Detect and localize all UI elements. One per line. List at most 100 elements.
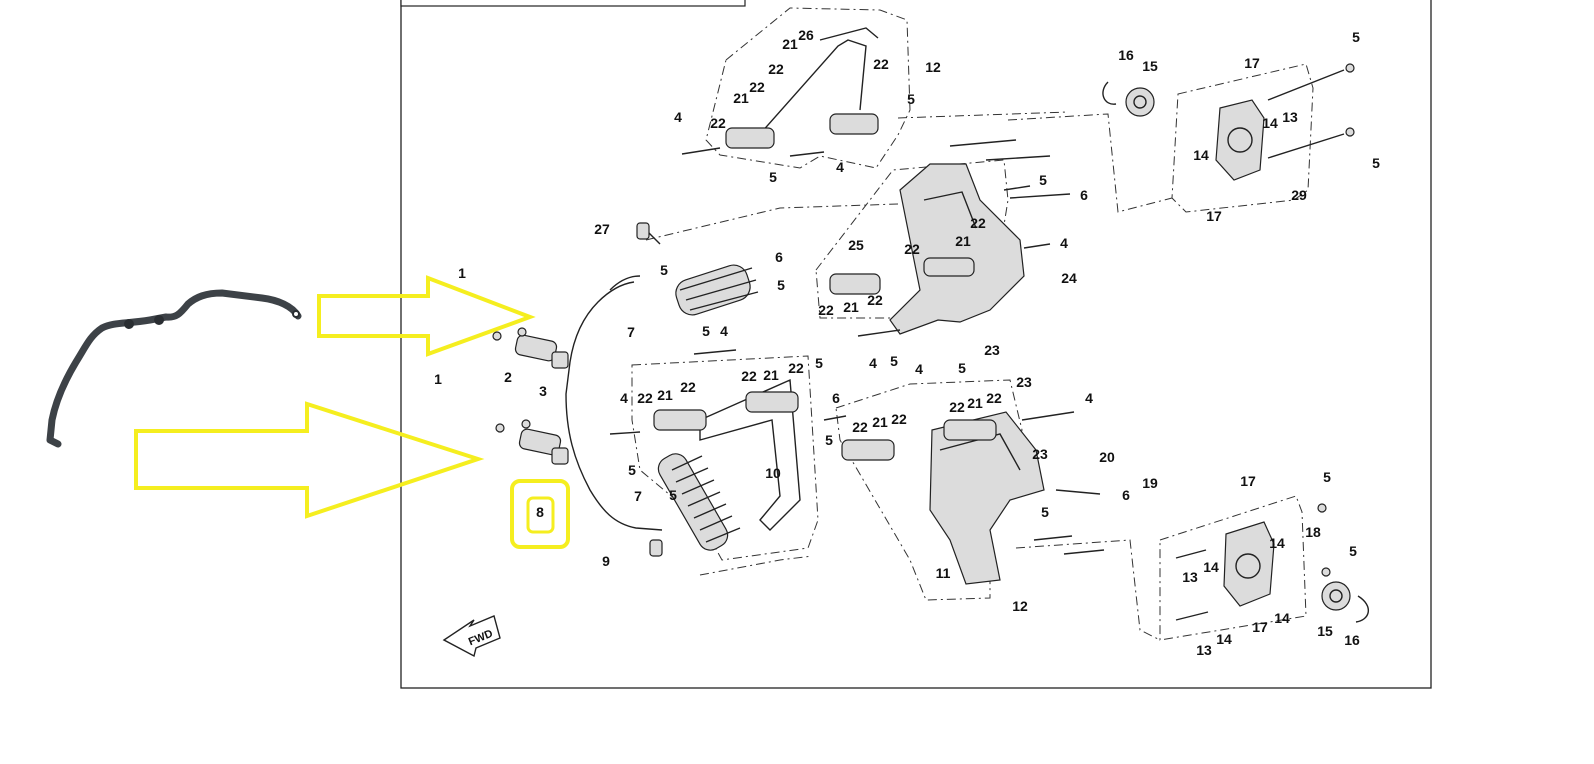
callout-21: 21	[967, 395, 983, 411]
callout-21: 21	[782, 36, 798, 52]
callout-22: 22	[852, 419, 868, 435]
callout-16: 16	[1344, 632, 1360, 648]
callout-22: 22	[710, 115, 726, 131]
callout-26: 26	[798, 27, 814, 43]
callout-17: 17	[1252, 619, 1268, 635]
callout-22: 22	[768, 61, 784, 77]
callout-5: 5	[660, 262, 668, 278]
callout-25: 25	[848, 237, 864, 253]
callout-14: 14	[1262, 115, 1278, 131]
callout-12: 12	[1012, 598, 1028, 614]
bushing-marker	[124, 319, 134, 329]
callout-5: 5	[1349, 543, 1357, 559]
callout-5: 5	[958, 360, 966, 376]
parts	[492, 27, 1369, 623]
callout-24: 24	[1061, 270, 1077, 286]
callout-18: 18	[1305, 524, 1321, 540]
bushing-marker	[154, 315, 164, 325]
callout-9: 9	[602, 553, 610, 569]
callout-6: 6	[832, 390, 840, 406]
callout-13: 13	[1282, 109, 1298, 125]
callout-27: 27	[594, 221, 610, 237]
callout-21: 21	[763, 367, 779, 383]
callout-22: 22	[970, 215, 986, 231]
callout-5: 5	[769, 169, 777, 185]
callout-14: 14	[1203, 559, 1219, 575]
callout-22: 22	[637, 390, 653, 406]
callout-14: 14	[1269, 535, 1285, 551]
callout-5: 5	[669, 487, 677, 503]
callout-14: 14	[1274, 610, 1290, 626]
callout-16: 16	[1118, 47, 1134, 63]
callout-3: 3	[539, 383, 547, 399]
callout-5: 5	[1041, 504, 1049, 520]
callout-4: 4	[1085, 390, 1093, 406]
callout-22: 22	[867, 292, 883, 308]
callout-21: 21	[872, 414, 888, 430]
callout-4: 4	[836, 159, 844, 175]
callout-4: 4	[674, 109, 682, 125]
highlight-box-inner	[526, 496, 555, 534]
callout-4: 4	[1060, 235, 1068, 251]
callout-2: 2	[504, 369, 512, 385]
callout-1: 1	[458, 265, 466, 281]
callout-22: 22	[873, 56, 889, 72]
callout-6: 6	[1122, 487, 1130, 503]
callout-19: 19	[1142, 475, 1158, 491]
callout-5: 5	[815, 355, 823, 371]
callout-5: 5	[628, 462, 636, 478]
callout-22: 22	[818, 302, 834, 318]
callout-13: 13	[1182, 569, 1198, 585]
highlight-box-outer	[510, 479, 570, 549]
callout-22: 22	[986, 390, 1002, 406]
callout-15: 15	[1142, 58, 1158, 74]
callout-23: 23	[1016, 374, 1032, 390]
callout-5: 5	[890, 353, 898, 369]
callout-7: 7	[627, 324, 635, 340]
callout-29: 29	[1291, 187, 1307, 203]
callout-14: 14	[1193, 147, 1209, 163]
title-block	[400, 0, 746, 7]
callout-22: 22	[788, 360, 804, 376]
callout-4: 4	[720, 323, 728, 339]
callout-22: 22	[949, 399, 965, 415]
callout-6: 6	[1080, 187, 1088, 203]
callout-12: 12	[925, 59, 941, 75]
callout-22: 22	[749, 79, 765, 95]
callout-5: 5	[1039, 172, 1047, 188]
callout-21: 21	[955, 233, 971, 249]
highlight-arrow-upper	[317, 275, 536, 357]
callout-23: 23	[984, 342, 1000, 358]
callout-1: 1	[434, 371, 442, 387]
callout-5: 5	[1323, 469, 1331, 485]
callout-4: 4	[869, 355, 877, 371]
sway-bar-photo	[46, 289, 302, 448]
callout-6: 6	[775, 249, 783, 265]
callout-20: 20	[1099, 449, 1115, 465]
callout-15: 15	[1317, 623, 1333, 639]
highlight-arrow-lower	[134, 401, 485, 519]
callout-21: 21	[843, 299, 859, 315]
callout-7: 7	[634, 488, 642, 504]
callout-5: 5	[777, 277, 785, 293]
callout-8: 8	[536, 504, 544, 520]
callout-22: 22	[891, 411, 907, 427]
callout-23: 23	[1032, 446, 1048, 462]
callout-17: 17	[1206, 208, 1222, 224]
callout-17: 17	[1244, 55, 1260, 71]
callout-5: 5	[1372, 155, 1380, 171]
callout-17: 17	[1240, 473, 1256, 489]
callout-14: 14	[1216, 631, 1232, 647]
callout-22: 22	[741, 368, 757, 384]
callout-21: 21	[657, 387, 673, 403]
callout-22: 22	[680, 379, 696, 395]
callout-21: 21	[733, 90, 749, 106]
callout-10: 10	[765, 465, 781, 481]
callout-4: 4	[620, 390, 628, 406]
callout-22: 22	[904, 241, 920, 257]
callout-5: 5	[907, 91, 915, 107]
forward-direction-indicator: FWD	[442, 615, 501, 658]
callout-5: 5	[1352, 29, 1360, 45]
